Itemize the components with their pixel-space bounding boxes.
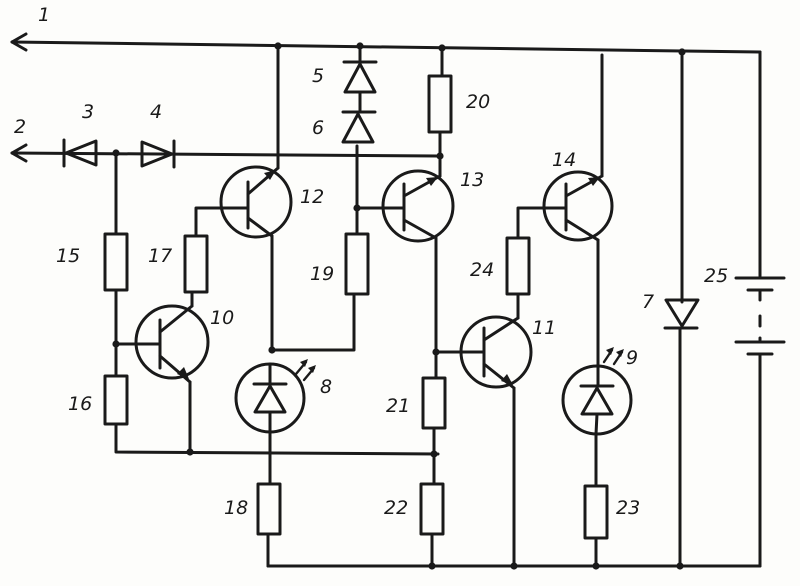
label-resistor-17: 17 (148, 245, 172, 267)
label-diode-4: 4 (150, 101, 162, 123)
resistor-21 (423, 378, 445, 428)
transistor-13 (383, 171, 453, 241)
label-terminal-1: 1 (38, 4, 50, 26)
label-resistor-16: 16 (68, 393, 92, 415)
transistor-14 (544, 172, 612, 240)
resistor-22 (421, 484, 443, 534)
label-transistor-14: 14 (552, 149, 576, 171)
transistor-11 (461, 317, 531, 388)
resistor-15 (105, 234, 127, 290)
diode-5 (344, 62, 376, 110)
junction-dot (438, 44, 445, 51)
label-terminal-2: 2 (14, 116, 26, 138)
junction-dot (274, 42, 281, 49)
label-diode-3: 3 (82, 101, 94, 123)
wire-r16-bottom (116, 424, 438, 454)
label-resistor-18: 18 (224, 497, 248, 519)
battery-25 (736, 278, 784, 354)
junction-dot (353, 204, 360, 211)
wire-r17-to-q12base (196, 208, 230, 236)
label-resistor-15: 15 (56, 245, 80, 267)
label-diode-7: 7 (642, 291, 654, 313)
diode-6 (343, 112, 375, 142)
label-resistor-23: 23 (616, 497, 640, 519)
resistor-24 (507, 238, 529, 294)
photodiode-8 (236, 359, 316, 432)
label-resistor-19: 19 (310, 263, 334, 285)
resistor-17 (185, 236, 207, 292)
label-transistor-12: 12 (300, 186, 324, 208)
label-transistor-13: 13 (460, 169, 484, 191)
junction-dot (432, 348, 439, 355)
junction-dot (356, 42, 363, 49)
diode-7 (665, 300, 698, 328)
label-battery-25: 25 (704, 265, 728, 287)
junction-dots (112, 42, 685, 569)
junction-dot (186, 448, 193, 455)
label-resistor-20: 20 (466, 91, 490, 113)
resistor-23 (585, 486, 607, 538)
transistor-10 (136, 306, 208, 382)
junction-dot (592, 562, 599, 569)
label-transistor-11: 11 (532, 317, 556, 339)
component-labels: 1 2 3 4 5 6 7 8 9 10 11 12 13 14 15 16 1… (14, 4, 728, 519)
junction-dot (678, 48, 685, 55)
junction-dot (436, 152, 443, 159)
resistor-18 (258, 484, 280, 534)
wire-pd8-node (272, 296, 354, 350)
junction-dot (676, 562, 683, 569)
resistor-16 (105, 376, 127, 424)
resistor-19 (346, 234, 368, 294)
label-resistor-24: 24 (470, 259, 494, 281)
junction-dot (510, 562, 517, 569)
label-diode-5: 5 (312, 65, 324, 87)
label-resistor-21: 21 (386, 395, 410, 417)
resistor-20 (429, 76, 451, 132)
junction-dot (428, 562, 435, 569)
wire-top-rail (12, 42, 760, 52)
junction-dot (430, 450, 437, 457)
label-diode-6: 6 (312, 117, 324, 139)
label-photodiode-9: 9 (626, 347, 638, 369)
label-photodiode-8: 8 (320, 376, 332, 398)
label-transistor-10: 10 (210, 307, 234, 329)
junction-dot (268, 346, 275, 353)
transistor-12 (221, 167, 291, 237)
junction-dot (112, 340, 119, 347)
junction-dot (112, 149, 119, 156)
label-resistor-22: 22 (384, 497, 408, 519)
